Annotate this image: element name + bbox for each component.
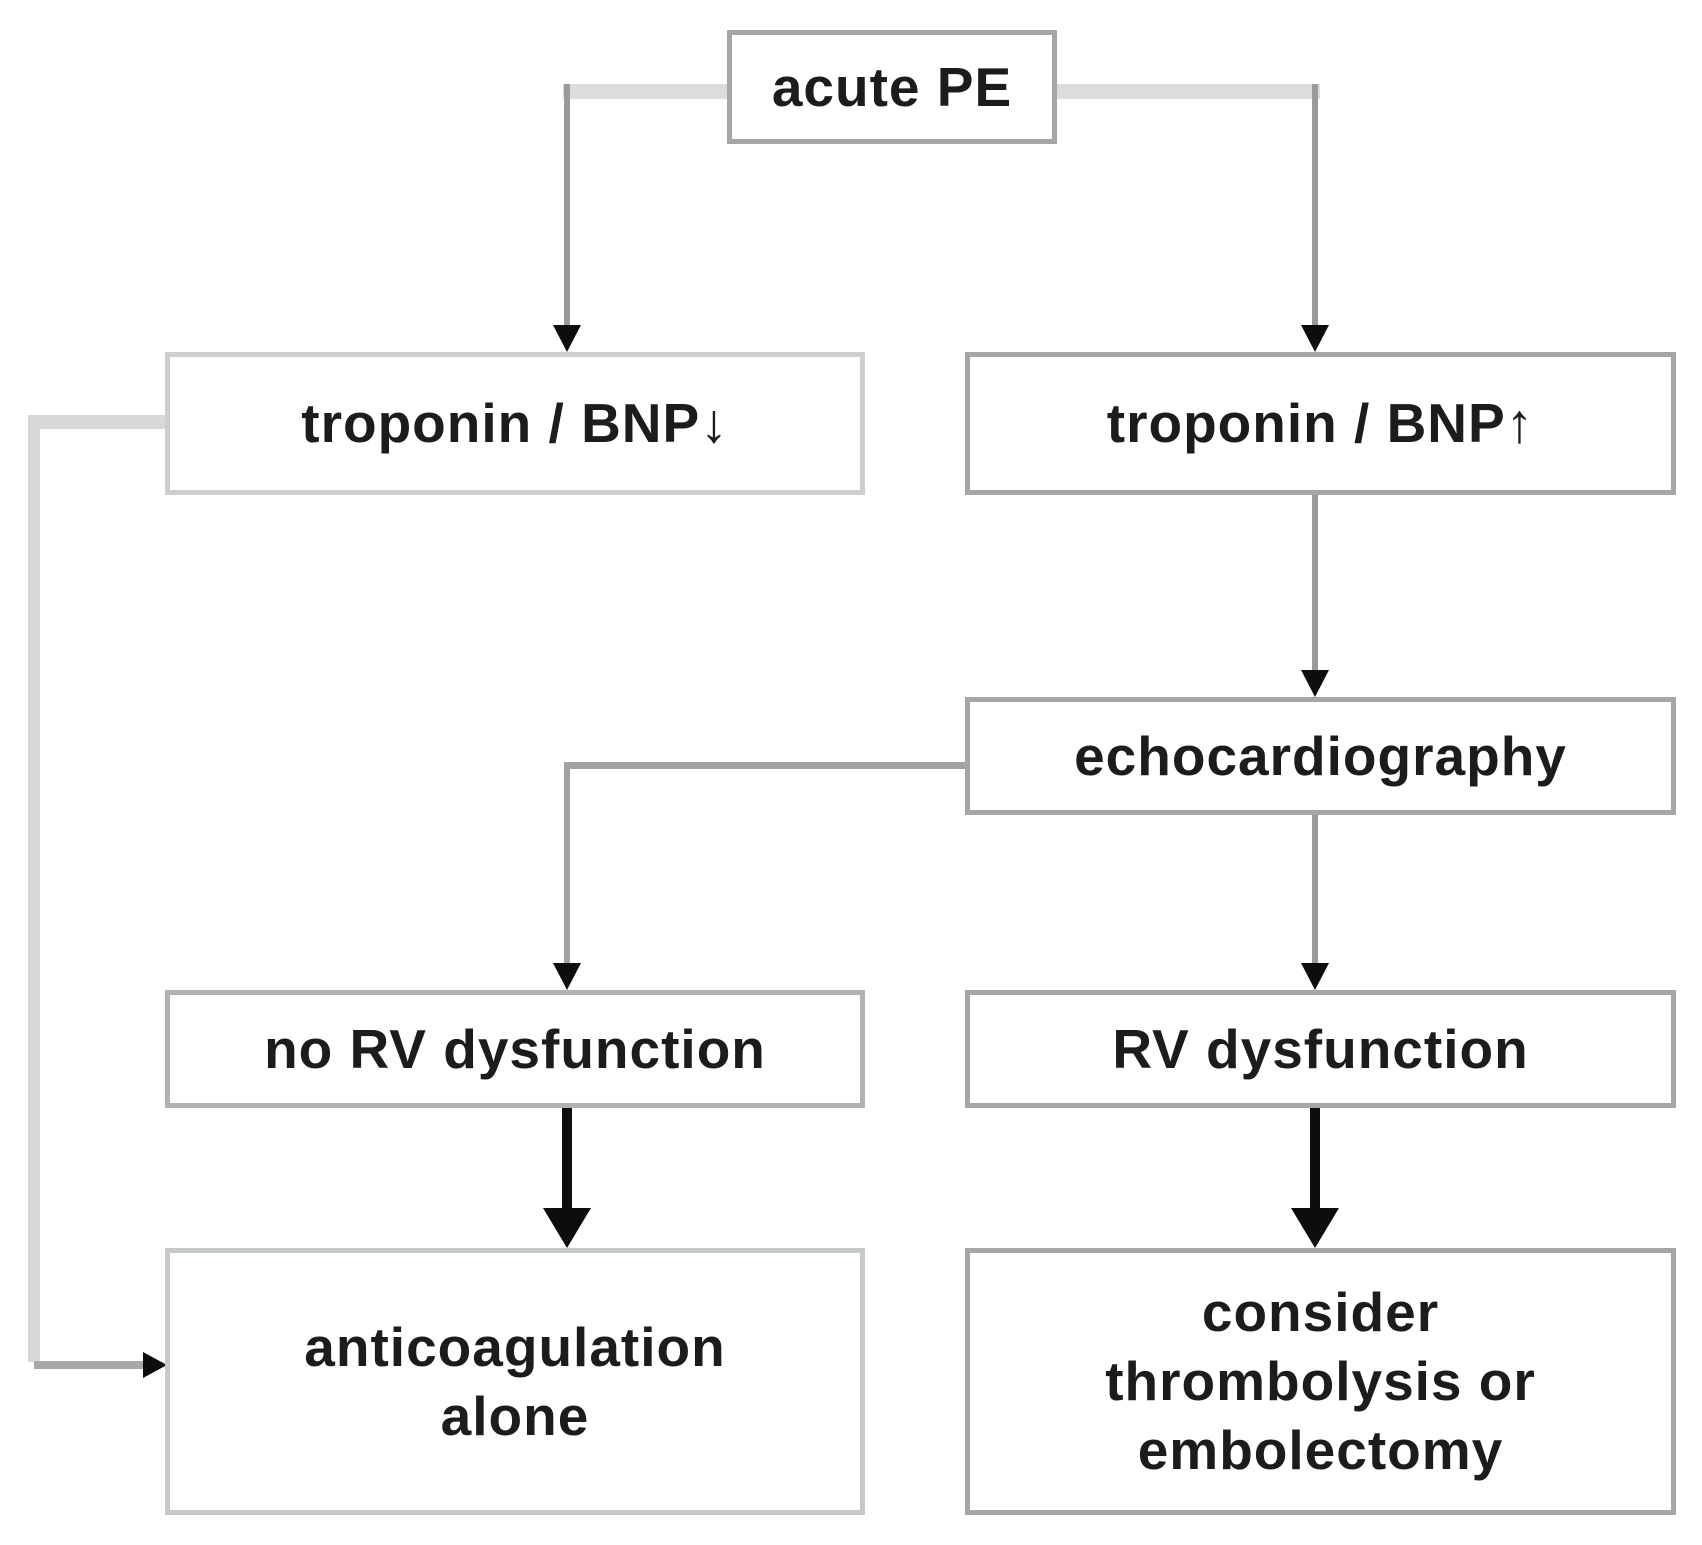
arrowhead-right-into-anticoagulation	[143, 1352, 167, 1378]
thick-arrow-no-rv-to-anticoagulation	[562, 1106, 572, 1210]
node-acute-pe-label: acute PE	[771, 55, 1013, 118]
node-no-rv-dysfunction: no RV dysfunction	[165, 990, 865, 1108]
connector-troponin-low-bypass-vertical	[28, 415, 40, 1362]
arrowhead-down-into-troponin-low	[553, 325, 581, 352]
node-consider-thrombolysis-label: consider thrombolysis or embolectomy	[1105, 1281, 1536, 1481]
node-consider-thrombolysis-or-embolectomy: consider thrombolysis or embolectomy	[965, 1248, 1676, 1515]
arrowhead-down-into-rv-dysfunction	[1301, 963, 1329, 990]
thick-arrow-rv-to-thrombolysis	[1310, 1106, 1320, 1210]
arrowhead-down-into-echocardiography	[1301, 670, 1329, 697]
node-anticoagulation-alone-label: anticoagulation alone	[304, 1315, 726, 1447]
node-troponin-bnp-high: troponin / BNP↑	[965, 352, 1676, 495]
connector-echo-to-rv-vertical	[1312, 813, 1318, 965]
connector-acute-pe-to-troponin-low-horizontal	[563, 84, 731, 99]
arrowhead-down-into-thrombolysis	[1291, 1208, 1339, 1248]
connector-acute-pe-to-troponin-low-vertical	[564, 84, 570, 327]
node-acute-pe: acute PE	[727, 30, 1057, 144]
node-no-rv-dysfunction-label: no RV dysfunction	[264, 1017, 766, 1080]
node-echocardiography-label: echocardiography	[1074, 724, 1567, 787]
node-rv-dysfunction-label: RV dysfunction	[1112, 1017, 1529, 1080]
connector-acute-pe-to-troponin-high-vertical	[1312, 84, 1318, 327]
connector-echo-to-no-rv-horizontal	[564, 762, 970, 769]
arrowhead-down-into-anticoagulation	[543, 1208, 591, 1248]
node-echocardiography: echocardiography	[965, 697, 1676, 815]
arrowhead-down-into-troponin-high	[1301, 325, 1329, 352]
connector-troponin-high-to-echo	[1312, 495, 1318, 672]
node-troponin-bnp-high-label: troponin / BNP↑	[1106, 392, 1535, 455]
connector-troponin-low-bypass-top-horizontal	[28, 415, 168, 429]
connector-acute-pe-to-troponin-high-horizontal	[1053, 84, 1320, 99]
connector-echo-to-no-rv-vertical	[564, 762, 570, 965]
node-troponin-bnp-low-label: troponin / BNP↓	[301, 392, 729, 455]
connector-troponin-low-bypass-bottom-horizontal	[34, 1361, 144, 1369]
node-troponin-bnp-low: troponin / BNP↓	[165, 352, 865, 495]
node-anticoagulation-alone: anticoagulation alone	[165, 1248, 865, 1515]
node-rv-dysfunction: RV dysfunction	[965, 990, 1676, 1108]
arrowhead-down-into-no-rv-dysfunction	[553, 963, 581, 990]
